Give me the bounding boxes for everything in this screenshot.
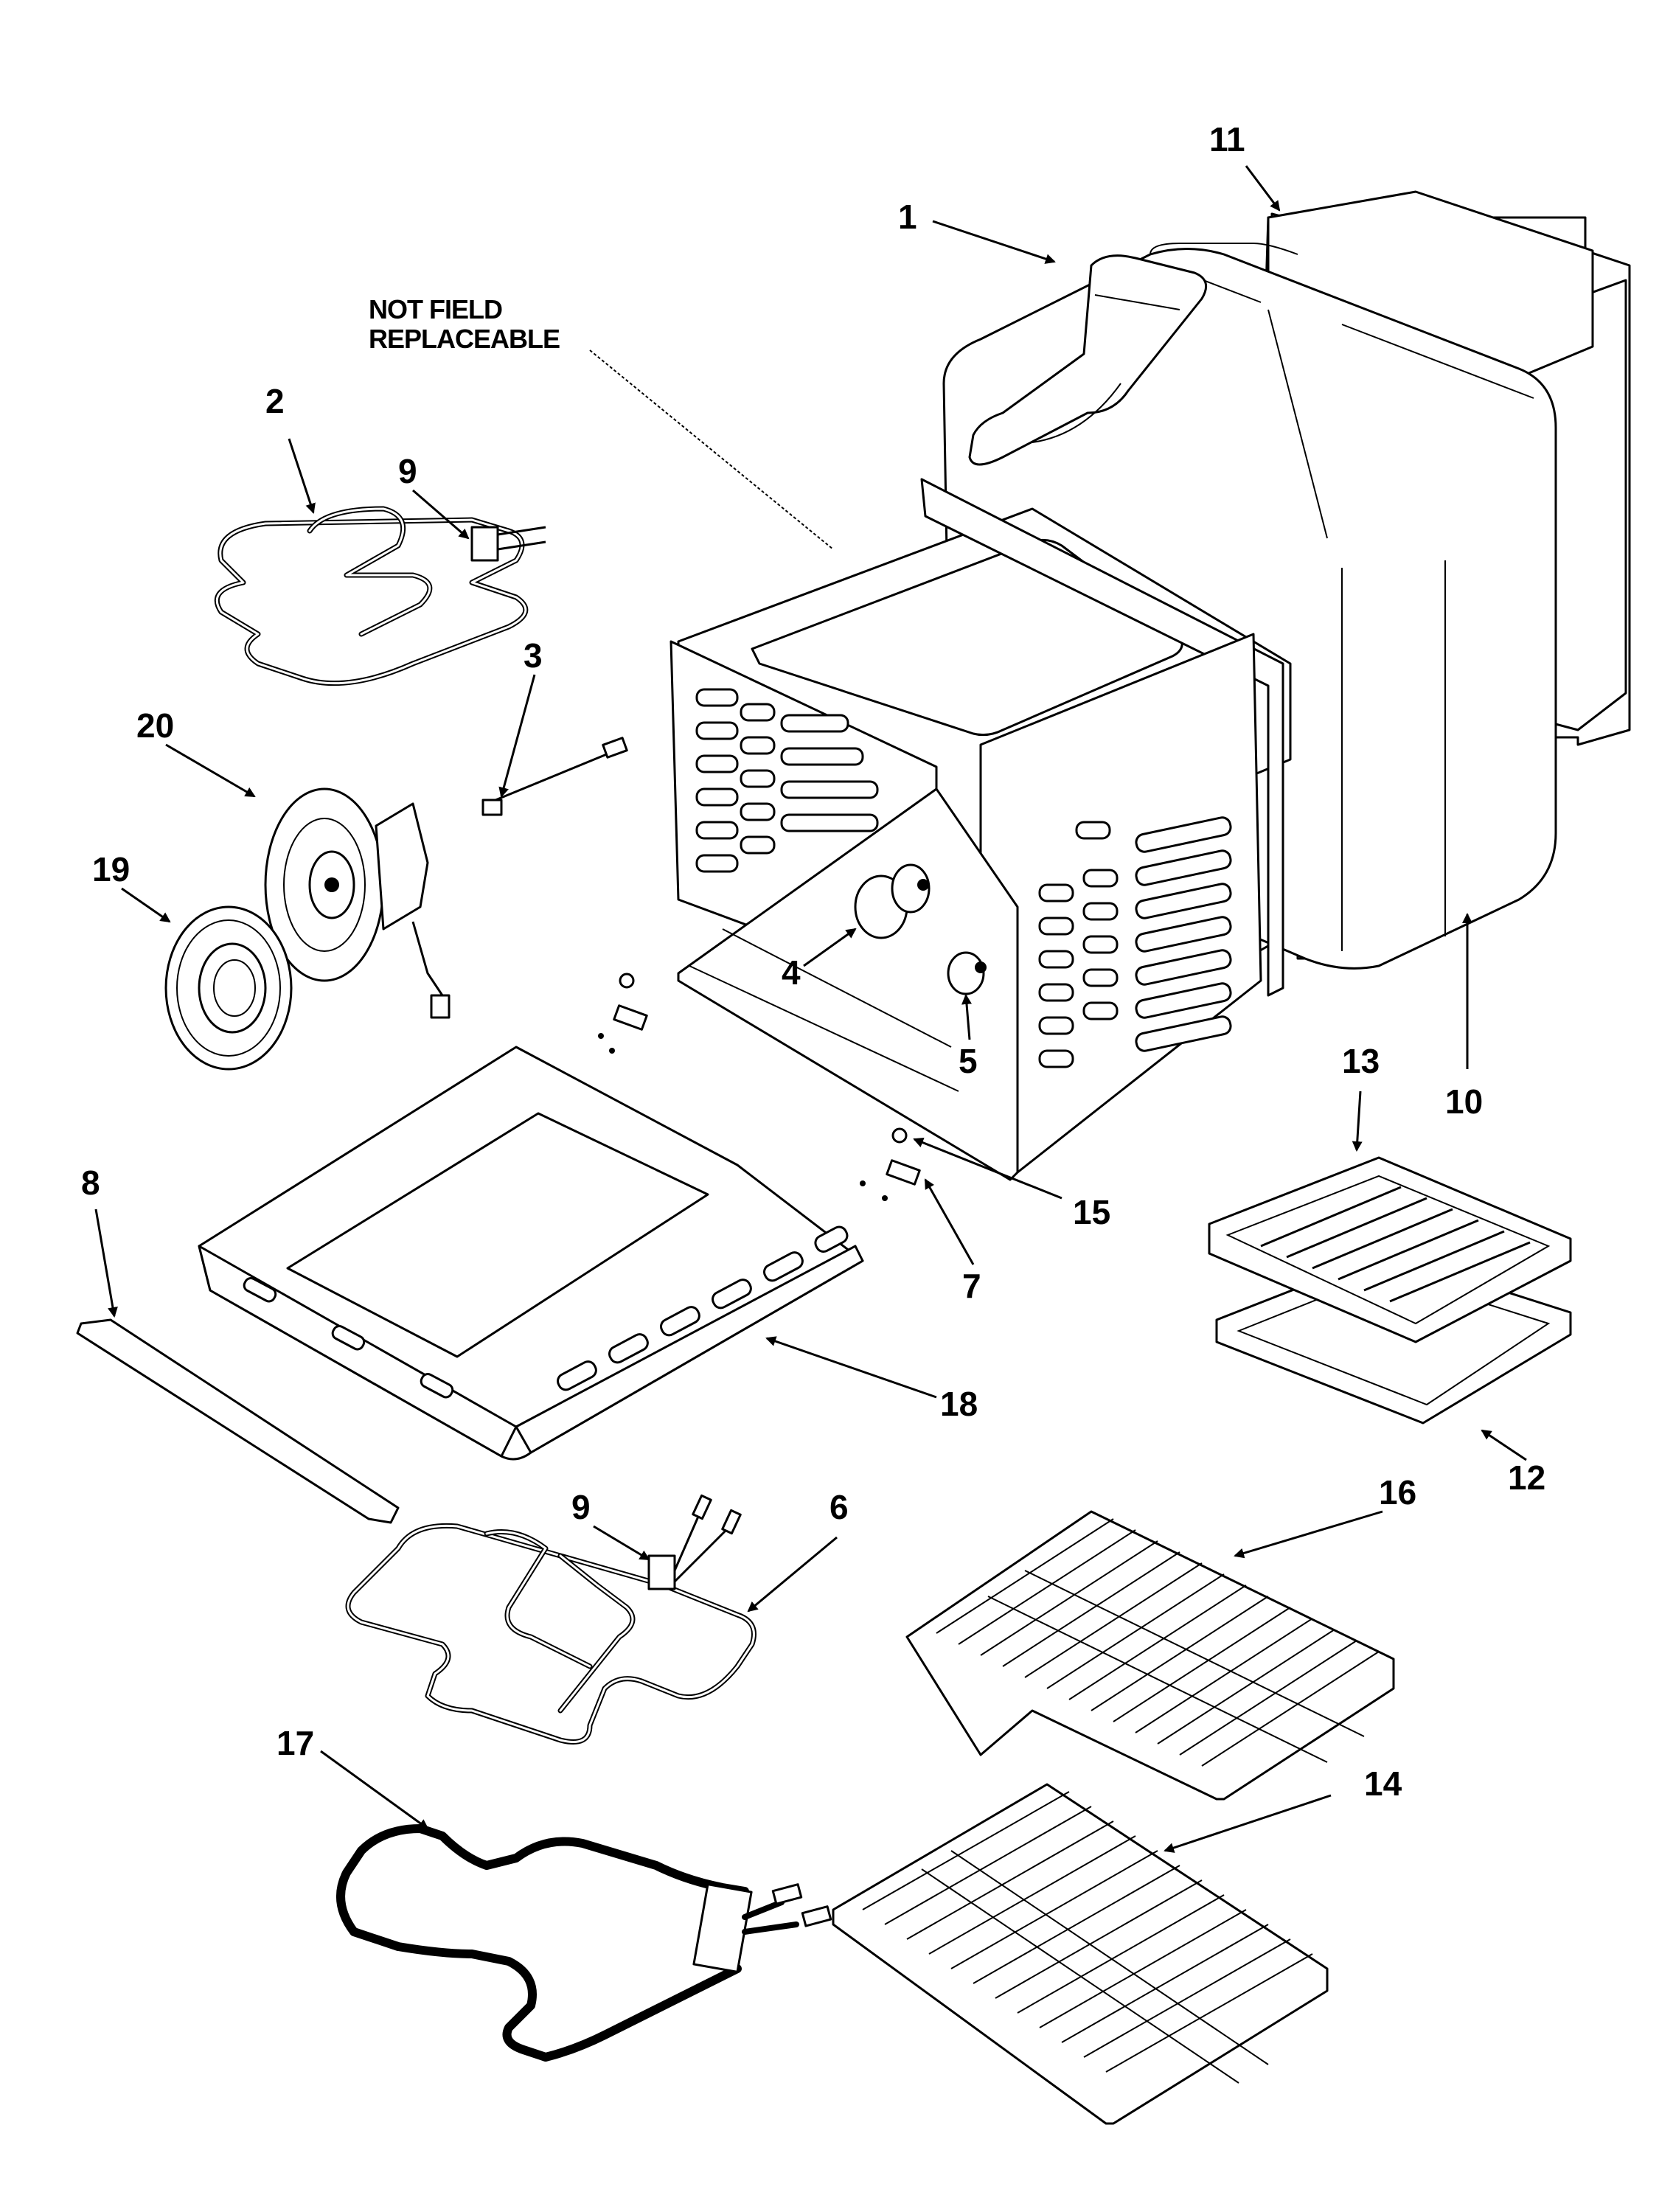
oven-light	[947, 951, 987, 995]
door-frame	[198, 1046, 864, 1461]
callout-8: 8	[81, 1164, 100, 1202]
note-line-1: NOT FIELD	[369, 294, 502, 324]
callout-19: 19	[92, 850, 130, 888]
callout-13: 13	[1342, 1042, 1380, 1080]
hinge-bracket-upper	[598, 973, 648, 1054]
callout-5: 5	[959, 1042, 978, 1080]
callout-18: 18	[940, 1385, 978, 1423]
callout-6: 6	[830, 1488, 849, 1526]
convection-motor	[854, 863, 931, 939]
callout-1: 1	[898, 198, 917, 236]
callout-17: 17	[276, 1724, 314, 1762]
fan-cover	[164, 905, 293, 1071]
callout-20: 20	[136, 706, 174, 745]
callout-9-upper: 9	[398, 452, 417, 490]
callout-7: 7	[962, 1267, 981, 1305]
hidden-bake-element	[336, 1824, 832, 2062]
right-wall-vents	[1038, 816, 1232, 1068]
broil-element	[214, 506, 546, 686]
callout-16: 16	[1379, 1473, 1416, 1512]
trim-strip	[76, 1318, 400, 1524]
leader-lines	[94, 165, 1527, 1853]
note-line-2: REPLACEABLE	[369, 324, 560, 354]
callout-9-lower: 9	[571, 1488, 591, 1526]
temperature-sensor	[481, 737, 628, 816]
callout-14: 14	[1364, 1764, 1402, 1803]
callout-2: 2	[265, 382, 285, 420]
hinge-bracket-lower	[860, 1127, 921, 1201]
callout-11: 11	[1209, 120, 1245, 159]
left-wall-vents	[695, 688, 879, 873]
oven-rack-lower	[832, 1783, 1329, 2125]
callout-4: 4	[782, 953, 801, 992]
oven-rack-upper	[905, 1510, 1395, 1801]
convection-fan-assembly	[264, 787, 451, 1019]
callout-10: 10	[1445, 1082, 1483, 1121]
callout-12: 12	[1508, 1458, 1545, 1497]
broil-pan-grid	[1208, 1156, 1572, 1343]
bake-element	[345, 1494, 757, 1745]
vent-duct	[968, 254, 1208, 466]
callout-3: 3	[524, 636, 543, 675]
callout-15: 15	[1073, 1193, 1110, 1231]
